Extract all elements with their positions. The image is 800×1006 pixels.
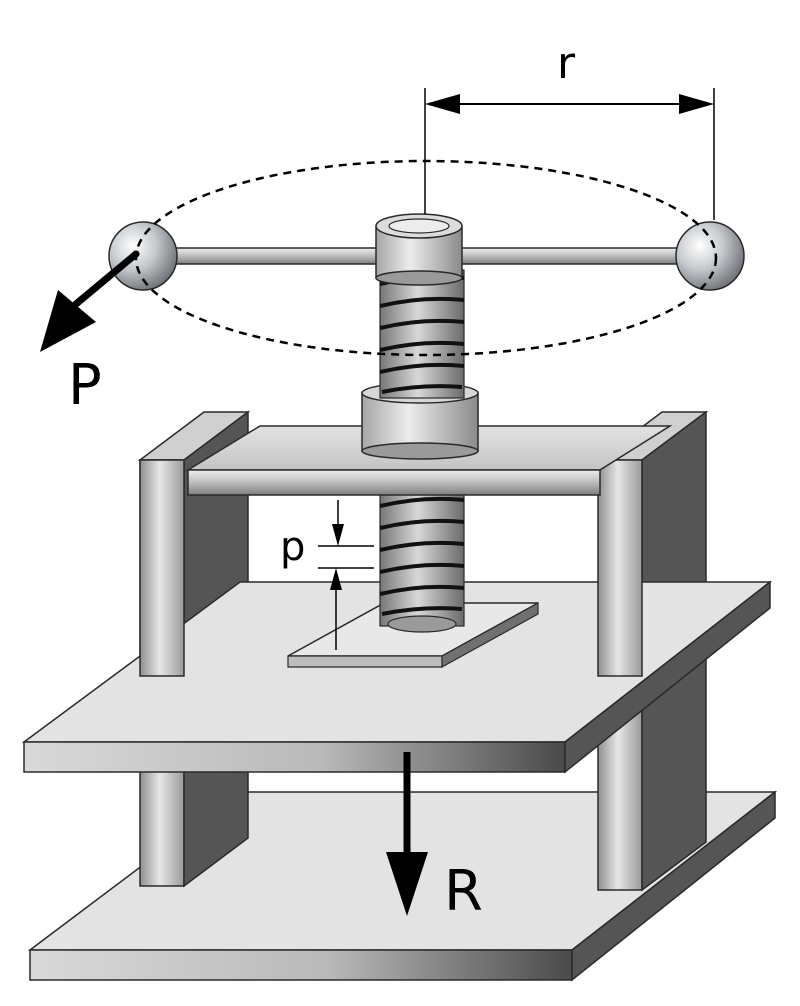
- pitch-label: p: [280, 524, 305, 570]
- upper-right-post-front: [597, 459, 643, 677]
- force-r-label: R: [444, 859, 483, 924]
- radius-label: r: [557, 38, 576, 89]
- force-r-arrow: [386, 752, 428, 916]
- right-handle-ball: [675, 221, 745, 291]
- force-p-arrow: [40, 250, 140, 352]
- upper-left-post-front: [139, 459, 185, 677]
- left-handle-ball: [108, 221, 178, 291]
- upper-screw: [379, 269, 465, 399]
- radius-dimension: [424, 88, 715, 220]
- lower-screw: [379, 491, 465, 633]
- pitch-dimension: [318, 500, 374, 650]
- screw-head: [375, 213, 463, 286]
- force-p-label: P: [68, 353, 102, 418]
